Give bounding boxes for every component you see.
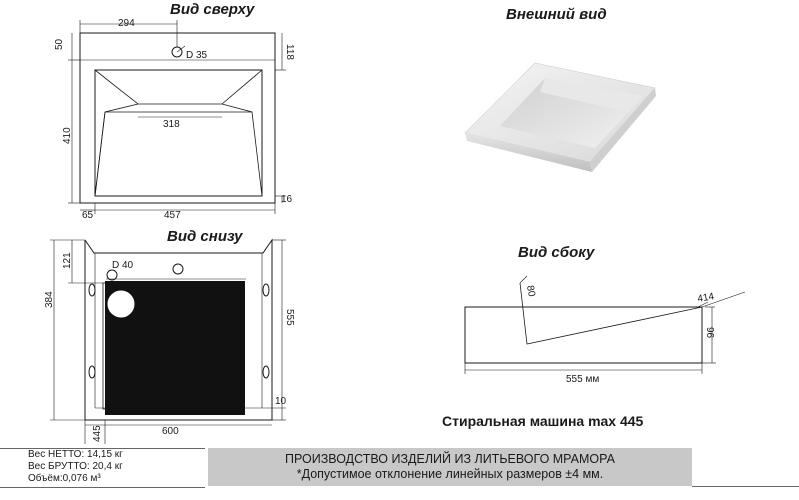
dim-414: 414	[697, 291, 716, 305]
spec-gross-weight: Вес БРУТТО: 20,4 кг	[28, 461, 123, 472]
dim-555: 555	[284, 309, 295, 326]
dim-118: 118	[284, 44, 295, 60]
label-side-view: Вид сбоку	[518, 244, 595, 261]
side-view	[464, 275, 746, 374]
label-bottom-view: Вид снизу	[167, 228, 243, 245]
side-view-dims: 80 414 96 555 мм	[524, 285, 715, 385]
washing-machine-label: Стиральная машина max 445	[442, 413, 644, 429]
dim-80: 80	[524, 285, 537, 298]
dim-410: 410	[62, 127, 73, 144]
dim-384: 384	[44, 291, 55, 308]
dim-50: 50	[54, 38, 65, 50]
banner-title: ПРОИЗВОДСТВО ИЗДЕЛИЙ ИЗ ЛИТЬЕВОГО МРАМОР…	[285, 452, 615, 466]
dim-457: 457	[164, 210, 181, 221]
technical-drawing: 294 50 118 D 35 410 318 16 65 457	[44, 18, 746, 444]
dim-65: 65	[82, 210, 94, 221]
dim-121: 121	[62, 252, 73, 269]
top-view-dims: 294 50 118 D 35 410 318 16 65 457	[54, 18, 295, 221]
dim-16: 16	[281, 194, 293, 205]
top-view	[68, 20, 286, 214]
label-external-view: Внешний вид	[506, 6, 607, 23]
dim-445: 445	[92, 425, 103, 442]
dim-600: 600	[162, 426, 179, 437]
washing-machine-silhouette	[105, 281, 245, 415]
top-view-outline	[79, 32, 276, 204]
dim-96: 96	[704, 327, 715, 339]
spec-volume: Объём:0,076 м³	[28, 473, 101, 484]
dim-318: 318	[163, 119, 180, 130]
dim-10: 10	[275, 396, 287, 407]
dim-294: 294	[118, 18, 135, 29]
footer-rule	[692, 486, 799, 487]
side-view-outline	[464, 306, 703, 364]
external-view-render	[464, 62, 656, 172]
label-top-view: Вид сверху	[170, 1, 255, 18]
spec-net-weight: Вес НЕТТО: 14,15 кг	[28, 449, 123, 460]
specs-panel: Вес НЕТТО: 14,15 кг Вес БРУТТО: 20,4 кг …	[0, 448, 205, 488]
dim-555mm: 555 мм	[566, 374, 599, 385]
banner-tolerance-note: *Допустимое отклонение линейных размеров…	[296, 467, 604, 481]
bottom-drain-label: D 40	[112, 260, 134, 271]
washing-machine-door	[106, 289, 136, 319]
bottom-view-dims: D 40 121 384 555 10 445 600	[44, 252, 295, 442]
production-banner: ПРОИЗВОДСТВО ИЗДЕЛИЙ ИЗ ЛИТЬЕВОГО МРАМОР…	[208, 448, 692, 486]
bottom-drain-hole	[106, 269, 118, 281]
top-drain-label: D 35	[186, 50, 208, 61]
bottom-view-dim-lines	[50, 239, 286, 444]
side-view-bowl-profile	[519, 282, 703, 345]
